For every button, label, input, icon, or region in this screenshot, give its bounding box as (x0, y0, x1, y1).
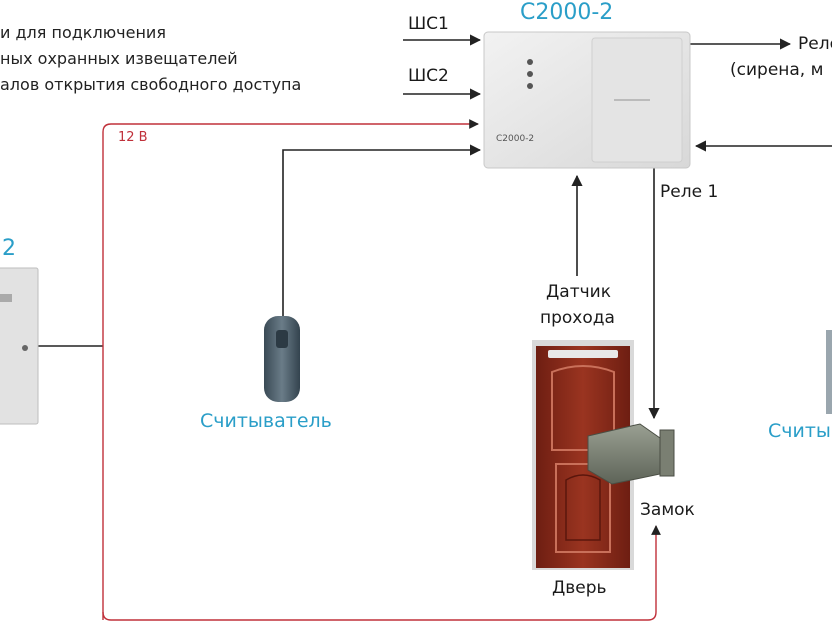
lock-label: Замок (640, 500, 695, 520)
sensor-label-line2: прохода (540, 308, 615, 328)
sensor-label-line1: Датчик (546, 282, 611, 302)
reader-left-label: Считыватель (200, 410, 332, 432)
reader-right-label: Считы (768, 420, 831, 442)
input-shs1-label: ШС1 (408, 14, 449, 34)
power-top-wire (102, 119, 479, 620)
right-reader-device (826, 330, 832, 414)
controller-box (483, 31, 691, 169)
left-device-label: 2 (2, 236, 16, 261)
door-label: Дверь (552, 578, 607, 598)
left-device (0, 267, 39, 425)
intro-line-1: и для подключения (0, 23, 166, 42)
relay1-label: Реле 1 (660, 182, 719, 202)
input-shs2-label: ШС2 (408, 66, 449, 86)
wires (38, 34, 832, 420)
relay2-label-line1: Реле (798, 34, 832, 54)
power-label: 12 В (118, 130, 148, 145)
power-bottom-wire (102, 525, 661, 621)
reader-data-wire (282, 144, 482, 318)
power-wires (102, 119, 661, 621)
intro-line-3: алов открытия свободного доступа (0, 75, 302, 94)
intro-line-2: ных охранных извещателей (0, 49, 238, 68)
lock-device (587, 423, 675, 485)
controller-title: С2000-2 (520, 0, 614, 25)
relay2-label-line2: (сирена, м (730, 60, 824, 80)
controller-panel-text: С2000-2 (496, 134, 535, 144)
reader-device (264, 316, 300, 402)
